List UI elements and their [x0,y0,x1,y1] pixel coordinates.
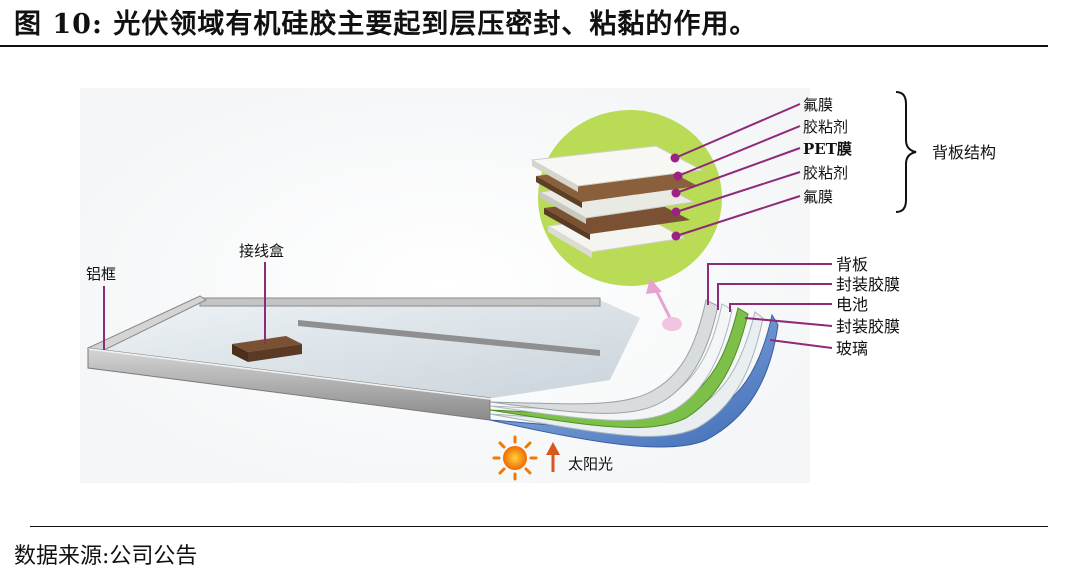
magnify-arrow-head [646,278,662,294]
panel-surface [96,300,640,400]
backsheet-cross-section [530,103,801,331]
module-layer-leaders [707,263,833,349]
inner-rail [298,320,600,356]
backsheet-layer-label-3: PET膜 [803,140,852,158]
module-layer-labels: 背板 封装胶膜 电池 封装胶膜 玻璃 [836,255,900,358]
leader-encapsulant-1 [717,283,832,310]
slab-layer-1 [530,145,704,187]
sunlight-arrow-icon [546,442,560,472]
leader-layer-2 [677,125,801,177]
module-layer-label-cell: 电池 [836,295,868,314]
solar-panel [87,295,640,421]
module-layer-label-backsheet: 背板 [836,255,868,274]
backsheet-labels: 氟膜 胶粘剂 PET膜 胶粘剂 氟膜 [803,96,852,206]
backsheet-layer-label-2: 胶粘剂 [803,118,848,136]
leader-encapsulant-2 [744,317,833,327]
figure-title: 图 10: 光伏领域有机硅胶主要起到层压密封、粘黏的作用。 [14,9,758,40]
module-layer-label-encapsulant-2: 封装胶膜 [836,317,900,336]
source-note: 数据来源:公司公告 [14,544,198,569]
leader-layer-5 [675,195,801,237]
layer-backsheet [489,299,719,414]
leader-layer-4 [675,171,801,213]
leader-backsheet [707,263,832,305]
leader-cell [729,303,832,312]
aluminum-frame-back [199,297,601,307]
leader-layer-3 [675,147,801,194]
sun-icon [492,435,538,481]
backsheet-layer-label-4: 胶粘剂 [803,164,848,182]
backsheet-brace [895,91,917,213]
module-layer-label-glass: 玻璃 [836,339,868,358]
sunlight-label: 太阳光 [568,455,613,473]
leader-layer-1 [674,103,801,159]
backsheet-layer-label-1: 氟膜 [803,96,833,114]
frame-label: 铝框 [86,265,116,283]
peeled-layers [489,299,779,448]
top-rule [0,45,1048,47]
backsheet-layer-label-5: 氟膜 [803,188,833,206]
junction-box-label: 接线盒 [239,242,284,260]
bottom-rule [30,526,1048,527]
module-layer-label-encapsulant-1: 封装胶膜 [836,275,900,294]
leader-glass [769,339,833,349]
junction-box [232,336,302,362]
backsheet-structure-label: 背板结构 [932,143,996,162]
magnify-arrow-base [662,317,682,331]
